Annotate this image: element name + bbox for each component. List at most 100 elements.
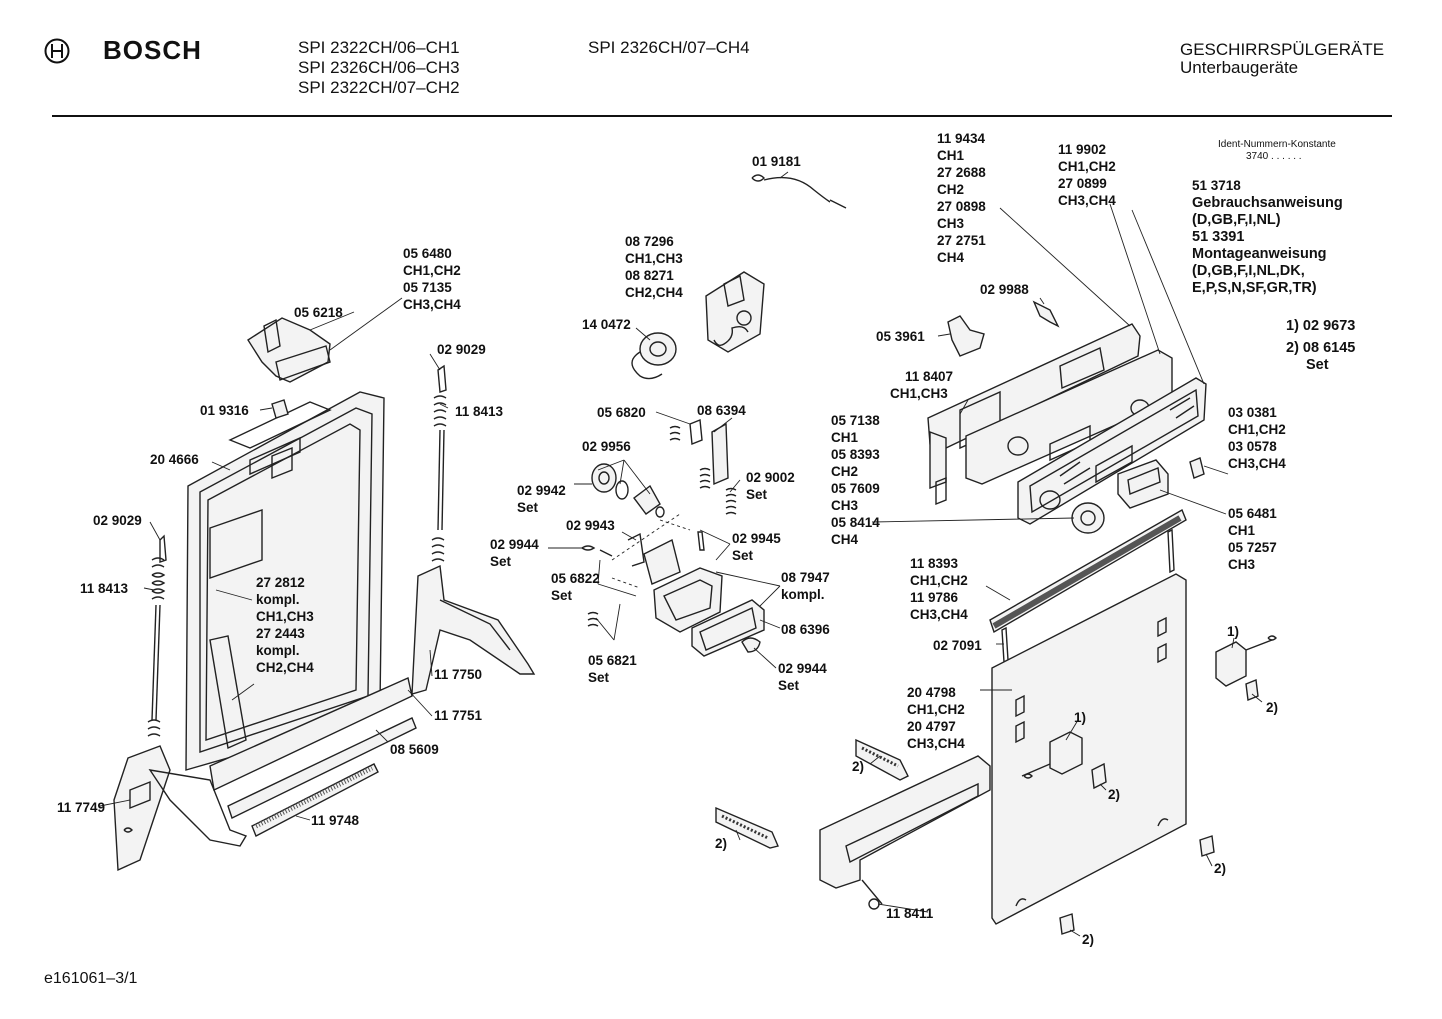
bosch-logo-icon xyxy=(44,38,70,64)
label-line: 05 6481 xyxy=(1228,506,1277,521)
model-list-2: SPI 2326CH/07–CH4 xyxy=(588,38,750,58)
label-line: 02 9942 xyxy=(517,483,566,498)
label-line: CH2,CH4 xyxy=(625,285,683,300)
label-line: 20 4797 xyxy=(907,719,956,734)
control-panel-front xyxy=(1017,377,1207,525)
door-latch xyxy=(247,317,331,383)
label-footnote-2-c: 2) xyxy=(1108,787,1120,802)
label-line: 05 6821 xyxy=(588,653,637,668)
label-line: CH1,CH2 xyxy=(1228,422,1286,437)
part-labels: Ident-Nummern-Konstante 3740 . . . . . .… xyxy=(57,131,1355,947)
label-204666: 20 4666 xyxy=(150,452,199,467)
label-line: CH3 xyxy=(1228,557,1255,572)
label-line: CH1,CH2 xyxy=(910,573,968,588)
ident-title: Ident-Nummern-Konstante xyxy=(1218,139,1336,150)
label-line: CH3 xyxy=(937,216,964,231)
label-053961: 05 3961 xyxy=(876,329,925,344)
label-087296: 08 7296 CH1,CH3 08 8271 CH2,CH4 xyxy=(625,234,683,300)
label-line: 05 8393 xyxy=(831,447,880,462)
label-line: Set xyxy=(517,500,539,515)
label-line: 03 0578 xyxy=(1228,439,1277,454)
label-line: CH1,CH2 xyxy=(1058,159,1116,174)
left-spring xyxy=(147,534,167,737)
label-line: 05 7609 xyxy=(831,481,880,496)
label-087947: 08 7947 kompl. xyxy=(781,570,830,602)
label-line: 27 2751 xyxy=(937,233,986,248)
label-line: CH4 xyxy=(937,250,964,265)
label-footnote-2-f: 2) xyxy=(1082,932,1094,947)
label-118411: 11 8411 xyxy=(886,906,934,921)
label-line: 05 7138 xyxy=(831,413,880,428)
ident-value: 3740 . . . . . . xyxy=(1246,151,1302,162)
label-line: CH3,CH4 xyxy=(907,736,965,751)
model-line: SPI 2326CH/07–CH4 xyxy=(588,38,750,57)
label-085609: 08 5609 xyxy=(390,742,439,757)
label-056820: 05 6820 xyxy=(597,405,646,420)
label-line: CH2,CH4 xyxy=(256,660,314,675)
cable xyxy=(751,174,847,209)
label-line: 11 9786 xyxy=(910,590,959,605)
label-line: 05 7135 xyxy=(403,280,452,295)
page-reference: e161061–3/1 xyxy=(44,970,138,987)
label-118413-b: 11 8413 xyxy=(80,581,129,596)
label-line: CH1,CH2 xyxy=(907,702,965,717)
doc-line: 51 3718 xyxy=(1192,178,1241,193)
door-switch-assembly xyxy=(581,419,765,657)
label-057138: 05 7138 CH1 05 8393 CH2 05 7609 CH3 05 8… xyxy=(831,413,880,547)
model-list-1: SPI 2322CH/06–CH1 SPI 2326CH/06–CH3 SPI … xyxy=(298,38,460,98)
label-line: 08 7296 xyxy=(625,234,674,249)
label-118393: 11 8393 CH1,CH2 11 9786 CH3,CH4 xyxy=(910,556,968,622)
door-handle xyxy=(1117,459,1169,509)
label-line: 05 6822 xyxy=(551,571,600,586)
label-118413-a: 11 8413 xyxy=(455,404,504,419)
label-line: 02 9002 xyxy=(746,470,795,485)
label-line: 02 9945 xyxy=(732,531,781,546)
middle-spring xyxy=(431,364,447,562)
label-029944-b: 02 9944 Set xyxy=(778,661,827,693)
doc-line: (D,GB,F,I,NL,DK, xyxy=(1192,263,1305,279)
footnotes-block: 1) 02 9673 2) 08 6145 Set xyxy=(1286,318,1355,373)
label-117750: 11 7750 xyxy=(434,667,482,682)
model-line: SPI 2322CH/06–CH1 xyxy=(298,38,460,57)
label-029029-a: 02 9029 xyxy=(437,342,486,357)
footnote-line: Set xyxy=(1306,357,1329,373)
doc-line: E,P,S,N,SF,GR,TR) xyxy=(1192,280,1317,296)
label-056481: 05 6481 CH1 05 7257 CH3 xyxy=(1228,506,1277,572)
label-029942: 02 9942 Set xyxy=(517,483,566,515)
label-line: 27 2443 xyxy=(256,626,305,641)
label-line: 11 8407 xyxy=(905,369,953,384)
control-panel-back xyxy=(927,323,1141,506)
footnote-line: 2) 08 6145 xyxy=(1286,340,1355,356)
label-line: kompl. xyxy=(781,587,825,602)
timer-unit xyxy=(705,271,765,353)
category-subtitle: Unterbaugeräte xyxy=(1180,58,1299,77)
label-line: CH1 xyxy=(831,430,858,445)
label-029943: 02 9943 xyxy=(566,518,615,533)
label-272812: 27 2812 kompl. CH1,CH3 27 2443 kompl. CH… xyxy=(256,575,314,675)
label-footnote-1-a: 1) xyxy=(1227,624,1239,639)
leader-lines xyxy=(99,171,1263,937)
bottom-trim-strips xyxy=(209,677,417,837)
label-line: CH2 xyxy=(937,182,964,197)
label-line: 20 4798 xyxy=(907,685,956,700)
label-line: CH1,CH3 xyxy=(256,609,314,624)
label-019181: 01 9181 xyxy=(752,154,801,169)
label-line: Set xyxy=(732,548,754,563)
label-footnote-2-d: 2) xyxy=(715,836,727,851)
label-119748: 11 9748 xyxy=(311,813,360,828)
kick-plate xyxy=(819,755,991,910)
label-line: 05 6480 xyxy=(403,246,452,261)
label-030381: 03 0381 CH1,CH2 03 0578 CH3,CH4 xyxy=(1228,405,1286,471)
hinge-brackets xyxy=(715,738,909,849)
pin-right xyxy=(1167,528,1175,574)
label-140472: 14 0472 xyxy=(582,317,631,332)
label-056821: 05 6821 Set xyxy=(588,653,637,685)
label-029029-b: 02 9029 xyxy=(93,513,142,528)
label-029945: 02 9945 Set xyxy=(732,531,781,563)
label-086394: 08 6394 xyxy=(697,403,746,418)
label-line: Set xyxy=(746,487,768,502)
label-line: Set xyxy=(490,554,512,569)
label-line: CH3,CH4 xyxy=(1058,193,1116,208)
label-line: 27 2812 xyxy=(256,575,305,590)
